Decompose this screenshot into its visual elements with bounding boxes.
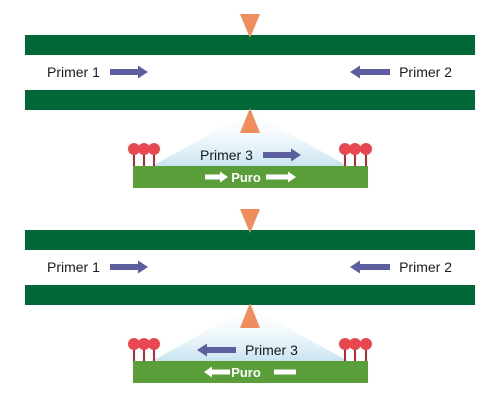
arrow-left-icon <box>204 366 230 378</box>
lollipop-site-icon <box>339 143 351 155</box>
lollipop-site-icon <box>349 338 361 350</box>
lollipop-site-icon <box>148 143 160 155</box>
insertion-site-icon <box>240 108 260 133</box>
arrow-right-icon <box>263 148 301 162</box>
arrow-right-icon <box>266 171 296 183</box>
primer-1-label: Primer 1 <box>47 259 100 275</box>
primer-2-label: Primer 2 <box>399 259 452 275</box>
lollipop-site-icon <box>360 338 372 350</box>
primer-3-label: Primer 3 <box>200 147 253 163</box>
genomic-bar-bottom <box>25 285 475 305</box>
lollipop-site-icon <box>360 143 372 155</box>
panel-orientation-2: Primer 1 Primer 2 Primer 3 Puro <box>25 209 475 383</box>
puro-label: Puro <box>231 170 261 185</box>
arrow-left-icon <box>197 343 236 357</box>
left-lox-sites <box>128 143 160 166</box>
arrow-right-icon <box>110 260 148 274</box>
lollipop-site-icon <box>148 338 160 350</box>
lollipop-site-icon <box>138 338 150 350</box>
primer-3-label: Primer 3 <box>245 342 298 358</box>
genomic-bar-bottom <box>25 90 475 110</box>
puro-line <box>274 369 296 375</box>
primer-1-label: Primer 1 <box>47 64 100 80</box>
insertion-cone <box>152 112 348 166</box>
cut-site-icon <box>240 209 260 233</box>
arrow-right-icon <box>205 171 228 183</box>
puro-cassette <box>133 361 368 383</box>
lollipop-site-icon <box>339 338 351 350</box>
insertion-site-icon <box>240 303 260 328</box>
lollipop-site-icon <box>128 143 140 155</box>
arrow-left-icon <box>350 260 390 274</box>
left-lox-sites <box>128 338 160 361</box>
puro-cassette <box>133 166 368 188</box>
arrow-left-icon <box>350 65 390 79</box>
arrow-right-icon <box>110 65 148 79</box>
puro-label: Puro <box>231 365 261 380</box>
genomic-bar-top <box>25 230 475 250</box>
right-lox-sites <box>339 338 372 361</box>
panel-orientation-1: Primer 1 Primer 2 Primer 3 Puro <box>25 14 475 188</box>
right-lox-sites <box>339 143 372 166</box>
lollipop-site-icon <box>128 338 140 350</box>
lollipop-site-icon <box>349 143 361 155</box>
cut-site-icon <box>240 14 260 38</box>
genomic-bar-top <box>25 35 475 55</box>
lollipop-site-icon <box>138 143 150 155</box>
primer-2-label: Primer 2 <box>399 64 452 80</box>
